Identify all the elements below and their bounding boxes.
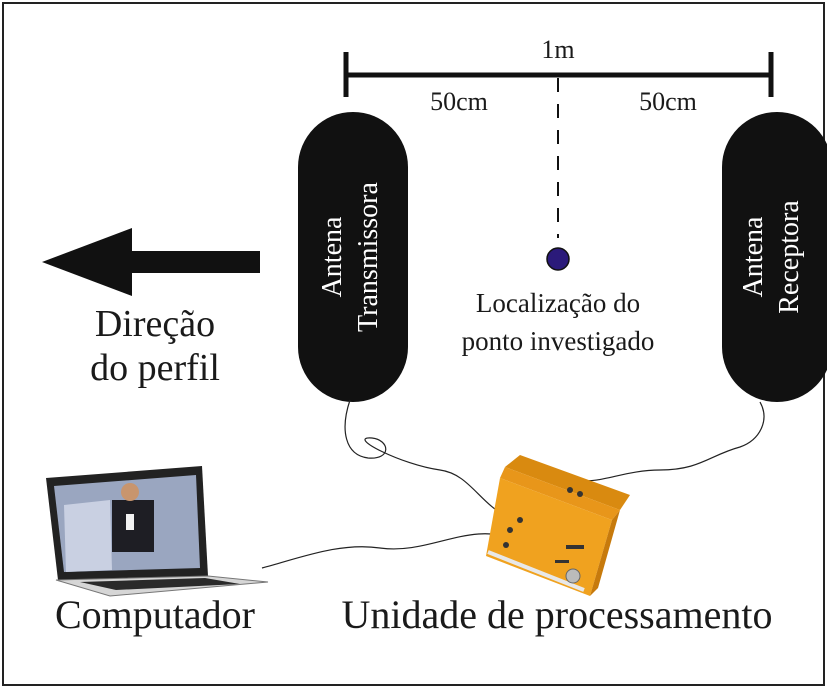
scale-bar [343, 52, 774, 238]
laptop-icon [46, 466, 269, 597]
point-label-line1: Localização do [476, 288, 640, 318]
processing-unit-icon [486, 455, 630, 596]
receiver-antenna: Antena Receptora [722, 112, 827, 402]
direction-label-line1: Direção [95, 303, 215, 345]
direction-arrow-icon [42, 228, 260, 296]
transmitter-antenna: Antena Transmissora [298, 112, 408, 402]
receiver-label-line1: Antena [738, 216, 769, 297]
scale-total-label: 1m [541, 35, 574, 64]
scale-right-label: 50cm [639, 87, 697, 116]
receiver-label-line2: Receptora [774, 200, 805, 314]
cables [261, 399, 765, 569]
computer-label: Computador [55, 592, 255, 637]
direction-label-line2: do perfil [90, 347, 220, 389]
investigated-point-marker [546, 247, 570, 271]
transmitter-label-line1: Antena [317, 216, 348, 297]
point-label-line2: ponto investigado [462, 326, 655, 356]
processing-unit-label: Unidade de processamento [342, 592, 773, 637]
transmitter-label-line2: Transmissora [353, 181, 384, 331]
scale-left-label: 50cm [430, 87, 488, 116]
